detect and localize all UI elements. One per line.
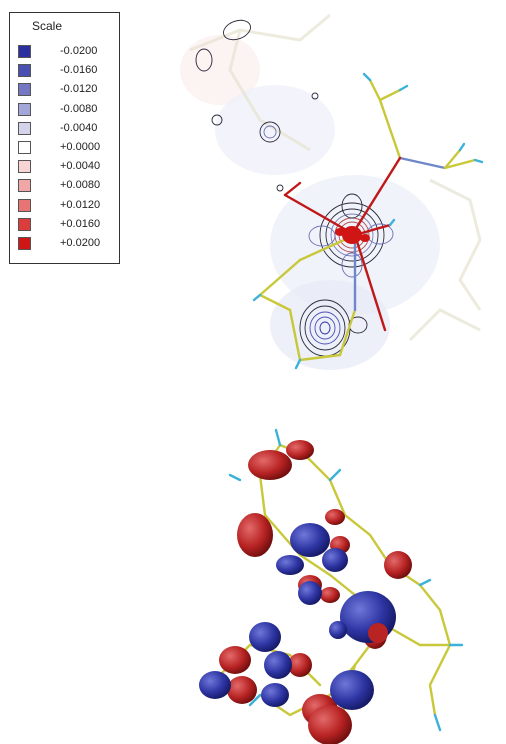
faint-skeleton (189, 13, 482, 342)
legend-swatch (18, 179, 31, 193)
legend-item: +0.0040 (18, 160, 116, 174)
legend-item: -0.0200 (18, 45, 116, 59)
legend-swatch (18, 45, 31, 58)
legend-title: Scale (32, 19, 63, 33)
background-shading (180, 35, 440, 370)
legend-item: -0.0120 (18, 83, 116, 97)
legend-value-label: +0.0120 (60, 198, 101, 211)
legend-item: -0.0080 (18, 102, 116, 117)
legend-swatch (18, 102, 31, 116)
legend-item: +0.0080 (18, 179, 116, 193)
legend-value-label: -0.0120 (60, 83, 98, 96)
legend-swatch (18, 121, 31, 135)
legend-item: -0.0040 (18, 121, 116, 136)
legend-swatch (18, 160, 31, 174)
legend-swatch (18, 198, 31, 212)
legend-value-label: +0.0200 (60, 237, 101, 249)
legend-item: +0.0120 (18, 198, 116, 213)
contour-plot (180, 13, 484, 370)
hydrogen-atoms (252, 72, 484, 370)
legend-value-label: +0.0040 (60, 160, 101, 173)
legend-value-label: -0.0080 (60, 102, 98, 115)
legend-swatch (18, 237, 31, 250)
legend-value-label: +0.0160 (60, 217, 101, 230)
legend-swatch (18, 64, 31, 78)
orbital-isosurface-render (199, 428, 464, 744)
legend-item: +0.0000 (18, 141, 116, 155)
color-scale-legend: Scale -0.0200 -0.0160 -0.0120 -0.0080 -0.004… (9, 12, 120, 264)
legend-value-label: +0.0000 (60, 141, 101, 153)
legend-value-label: -0.0160 (60, 64, 98, 77)
legend-value-label: -0.0040 (60, 121, 98, 134)
legend-swatch (18, 217, 31, 231)
legend-swatch (18, 141, 31, 154)
legend-item: +0.0160 (18, 217, 116, 232)
central-metal-density (335, 226, 370, 244)
legend-value-label: -0.0200 (60, 45, 98, 57)
blue-lobes (199, 523, 396, 710)
legend-swatch (18, 83, 31, 97)
legend-item: -0.0160 (18, 64, 116, 78)
legend-item: +0.0200 (18, 237, 116, 251)
legend-value-label: +0.0080 (60, 179, 101, 192)
